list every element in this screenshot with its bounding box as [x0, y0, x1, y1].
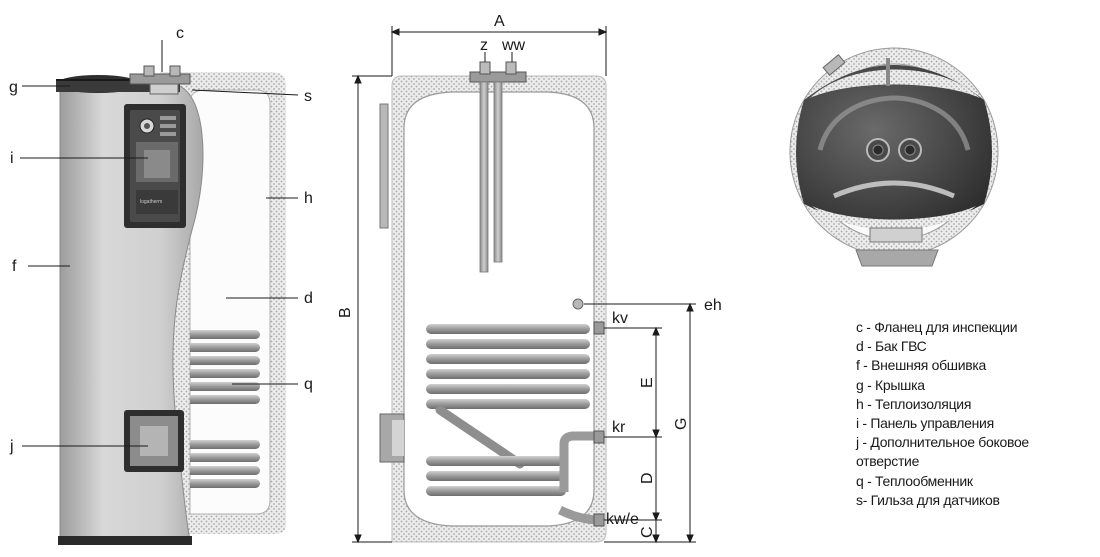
legend-item: f - Внешняя обшивка — [856, 357, 987, 374]
control-panel-i: logatherm — [124, 104, 186, 228]
label-kv: kv — [612, 310, 628, 327]
section-view: A z ww B eh kv kr kw/e E D C G — [337, 13, 722, 544]
legend-item: i - Панель управления — [856, 415, 994, 432]
dimension-lines — [352, 26, 696, 544]
label-ww: ww — [501, 37, 526, 54]
label-g: g — [9, 79, 18, 96]
sensor-eh — [572, 298, 584, 310]
label-kwe: kw/e — [606, 511, 639, 528]
label-kr: kr — [612, 419, 626, 436]
coil-section — [426, 324, 601, 525]
legend-item: q - Теплообменник — [856, 472, 973, 489]
legend-item: d - Бак ГВС — [856, 338, 927, 355]
label-c: c — [176, 25, 184, 42]
label-G: G — [673, 418, 690, 430]
tank-d-left — [189, 89, 271, 515]
label-q: q — [304, 376, 313, 393]
top-view — [789, 47, 999, 267]
label-d: d — [304, 290, 313, 307]
coil-q-left — [190, 330, 260, 488]
label-h: h — [304, 190, 313, 207]
legend-item: s- Гильза для датчиков — [856, 491, 1000, 508]
legend-item: c - Фланец для инспекции — [856, 319, 1018, 335]
legend-item: g - Крышка — [856, 376, 925, 393]
legend-item: отверстие — [856, 453, 920, 470]
label-z: z — [480, 37, 488, 54]
label-eh: eh — [704, 297, 722, 314]
label-A: A — [494, 13, 505, 30]
label-s: s — [304, 88, 312, 105]
label-f: f — [12, 258, 17, 275]
panel-brand-text: logatherm — [140, 199, 162, 205]
label-B: B — [337, 307, 354, 318]
label-C: C — [639, 526, 656, 538]
label-D: D — [639, 472, 656, 484]
legend-item: j - Дополнительное боковое — [856, 434, 1029, 451]
label-j: j — [9, 438, 14, 455]
casing-bottom-band — [58, 536, 192, 545]
cutaway-view: logatherm c g s i h f d q j — [9, 25, 313, 545]
label-E: E — [639, 377, 656, 388]
legend-item: h - Теплоизоляция — [856, 395, 972, 412]
legend: c - Фланец для инспекции d - Бак ГВС f -… — [856, 318, 1096, 510]
leader-lines-left — [20, 40, 299, 447]
flange-c — [129, 65, 191, 95]
top-connections — [469, 61, 527, 273]
label-i: i — [10, 150, 14, 167]
side-opening-j — [124, 410, 184, 472]
